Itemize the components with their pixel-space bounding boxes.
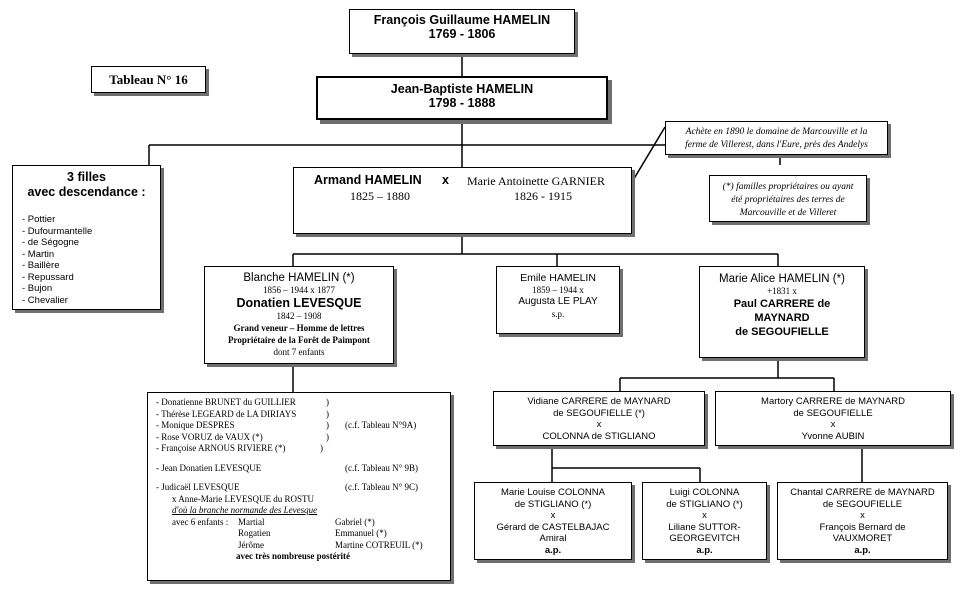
emile-dates: 1859 – 1944 x [532,285,584,295]
chantal-name: Chantal CARRERE de MAYNARD [790,487,935,498]
posterity-line: avec très nombreuse postérité [236,551,351,561]
emile-spouse: Augusta LE PLAY [518,296,598,307]
martory-name: de SEGOUFIELLE [793,407,873,419]
marie-louise-spouse: Gérard de CASTELBAJAC [496,521,610,533]
marriage-x: x [550,510,556,521]
blanche-name: Blanche HAMELIN (*) [243,272,355,284]
levesque-children-box: - Donatienne BRUNET du GUILLIER) - Thérè… [147,392,451,581]
vidiane-spouse: COLONNA de STIGLIANO [542,430,656,442]
luigi-name: Luigi COLONNA [669,487,740,498]
marie-louise-name: Marie Louise COLONNA [500,487,605,498]
vidiane-name: de SEGOUFIELLE (*) [553,407,645,419]
donatien-title: Grand veneur – Homme de lettres [233,323,365,333]
note-families-line: été propriétaires des terres de [731,195,845,205]
marie-louise-box: Marie Louise COLONNA de STIGLIANO (*) x … [474,482,632,560]
armand-spouse-dates: 1826 - 1915 [514,189,572,203]
marriage-x: x [830,419,836,430]
chantal-box: Chantal CARRERE de MAYNARD de SEGOUFIELL… [777,482,948,560]
luigi-spouse: GEORGEVITCH [669,533,740,544]
paul-name: Paul CARRERE de [733,298,831,310]
luigi-name: de STIGLIANO (*) [666,498,743,510]
armand-dates: 1825 – 1880 [350,189,410,203]
daughters-subtitle: avec descendance : [27,185,146,199]
marriage-x: x [702,510,707,521]
daughter-family-item: - Bujon [22,283,53,294]
luigi-box: Luigi COLONNA de STIGLIANO (*) x Liliane… [642,482,767,560]
marriage-x: x [860,510,865,521]
marie-louise-spouse-title: Amiral [539,533,567,544]
emile-box: Emile HAMELIN 1859 – 1944 x Augusta LE P… [496,266,620,334]
note-families: (*) familles propriétaires ou ayant été … [709,175,867,222]
marie-alice-box: Marie Alice HAMELIN (*) +1831 x Paul CAR… [699,266,865,358]
jean-baptiste-box: Jean-Baptiste HAMELIN 1798 - 1888 [316,76,608,120]
daughters-title: 3 filles [67,170,106,184]
three-daughters-box: 3 filles avec descendance : - Pottier - … [12,165,161,310]
blanche-box: Blanche HAMELIN (*) 1856 – 1944 x 1877 D… [204,266,394,364]
blanche-dates: 1856 – 1944 x 1877 [263,285,335,295]
donatien-property: Propriétaire de la Forêt de Paimpont [228,335,370,345]
note-purchase: Achète en 1890 le domaine de Marcouville… [665,121,888,155]
marie-alice-name: Marie Alice HAMELIN (*) [719,273,845,285]
chantal-spouse: François Bernard de [819,521,906,533]
martory-box: Martory CARRERE de MAYNARD de SEGOUFIELL… [715,391,951,446]
daughter-family-item: - Pottier [22,214,56,225]
emile-name: Emile HAMELIN [520,272,596,284]
jean-baptiste-dates: 1798 - 1888 [428,96,496,110]
note-purchase-line: ferme de Villerest, dans l'Eure, près de… [685,140,868,150]
list-item: - Donatienne BRUNET du GUILLIER) [156,397,329,407]
daughter-family-item: - de Ségogne [22,237,80,248]
list-item: - Monique DESPRES)(c.f. Tableau N°9A) [156,420,417,430]
daughter-family-item: - Repussard [22,271,74,283]
chantal-spouse: VAUXMORET [832,533,893,544]
ap-label: a.p. [696,544,713,556]
paul-name: de SEGOUFIELLE [735,326,829,338]
daughter-family-item: - Martin [22,248,55,260]
luigi-spouse: Liliane SUTTOR- [668,521,741,533]
list-item: - Françoise ARNOUS RIVIERE (*)) [156,443,323,453]
list-item: - Thérèse LEGEARD de LA DIRIAYS) [156,408,329,419]
root-name: François Guillaume HAMELIN [373,13,551,27]
paul-name: MAYNARD [754,312,810,324]
armand-name: Armand HAMELIN [314,173,422,187]
martory-spouse: Yvonne AUBIN [801,430,865,442]
judicael-spouse: x Anne-Marie LEVESQUE du ROSTU [172,493,314,504]
marie-louise-name: de STIGLIANO (*) [514,498,592,510]
donatien-name: Donatien LEVESQUE [236,296,362,310]
daughter-family-item: - Dufourmantelle [22,225,93,237]
list-item: - Rose VORUZ de VAUX (*)) [156,431,329,442]
tableau-label: Tableau N° 16 [91,66,206,93]
emile-sp: s.p. [551,309,565,319]
ap-label: a.p. [544,544,562,556]
marriage-x: x [442,173,449,187]
note-purchase-line: Achète en 1890 le domaine de Marcouville… [685,127,868,137]
donatien-dates: 1842 – 1908 [276,311,322,321]
martory-name: Martory CARRERE de MAYNARD [761,396,905,407]
chantal-name: de SEGOUFIELLE [822,498,903,510]
vidiane-name: Vidiane CARRERE de MAYNARD [527,396,671,407]
daughter-family-item: - Baillère [22,260,60,271]
jean-baptiste-name: Jean-Baptiste HAMELIN [390,82,534,96]
ap-label: a.p. [854,544,871,556]
note-families-line: (*) familles propriétaires ou ayant [722,182,854,192]
root-person-box: François Guillaume HAMELIN 1769 - 1806 [349,9,575,54]
children-count: dont 7 enfants [273,347,325,357]
marriage-x: x [596,419,602,430]
armand-spouse-name: Marie Antoinette GARNIER [467,174,605,188]
judicael-note: d'où la branche normande des Levesque [172,505,318,515]
armand-couple-box: Armand HAMELIN x Marie Antoinette GARNIE… [293,167,632,234]
list-item: - Jean Donatien LEVESQUE(c.f. Tableau N°… [156,462,419,473]
vidiane-box: Vidiane CARRERE de MAYNARD de SEGOUFIELL… [493,391,705,446]
root-dates: 1769 - 1806 [428,27,496,41]
note-families-line: Marcouville et de Villeret [739,208,837,218]
daughter-family-item: - Chevalier [22,294,68,306]
marie-alice-dates: +1831 x [767,286,797,296]
list-item: - Judicaël LEVESQUE(c.f. Tableau N° 9C) [156,482,419,492]
